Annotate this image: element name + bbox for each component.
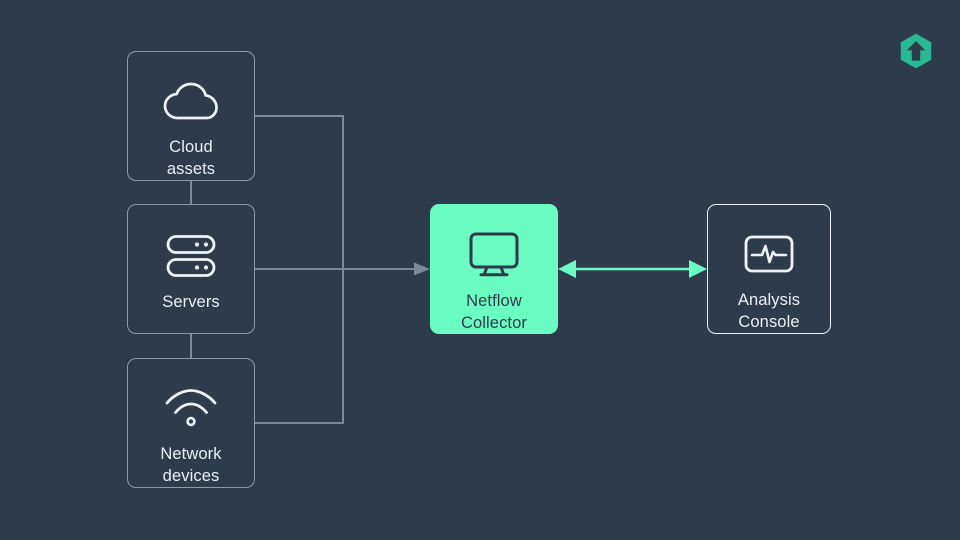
wifi-icon: [162, 381, 220, 437]
node-label-analysis-console: Analysis Console: [737, 291, 801, 331]
hexagon-up-arrow-logo: [897, 32, 935, 70]
node-netflow-collector[interactable]: Netflow Collector: [430, 204, 558, 334]
node-label-cloud-assets: Cloud assets: [166, 138, 216, 178]
wire-cloud-to-servers: [190, 181, 192, 205]
node-servers[interactable]: Servers: [127, 204, 255, 334]
cloud-icon: [162, 74, 220, 130]
wire-cloud-branch: [255, 115, 344, 117]
node-label-netflow-collector: Netflow Collector: [460, 292, 527, 332]
node-label-servers: Servers: [162, 293, 220, 311]
wire-servers-branch: [255, 268, 344, 270]
node-analysis-console[interactable]: Analysis Console: [707, 204, 831, 334]
servers-icon: [165, 227, 217, 285]
node-network-devices[interactable]: Network devices: [127, 358, 255, 488]
arrow-sources-to-collector: [342, 262, 430, 276]
monitor-pulse-icon: [743, 227, 795, 283]
wire-servers-to-network: [190, 334, 192, 359]
wire-network-branch: [255, 422, 344, 424]
node-label-network-devices: Network devices: [160, 445, 222, 485]
node-cloud-assets[interactable]: Cloud assets: [127, 51, 255, 181]
arrow-collector-to-console: [558, 260, 707, 278]
monitor-icon: [467, 226, 521, 284]
